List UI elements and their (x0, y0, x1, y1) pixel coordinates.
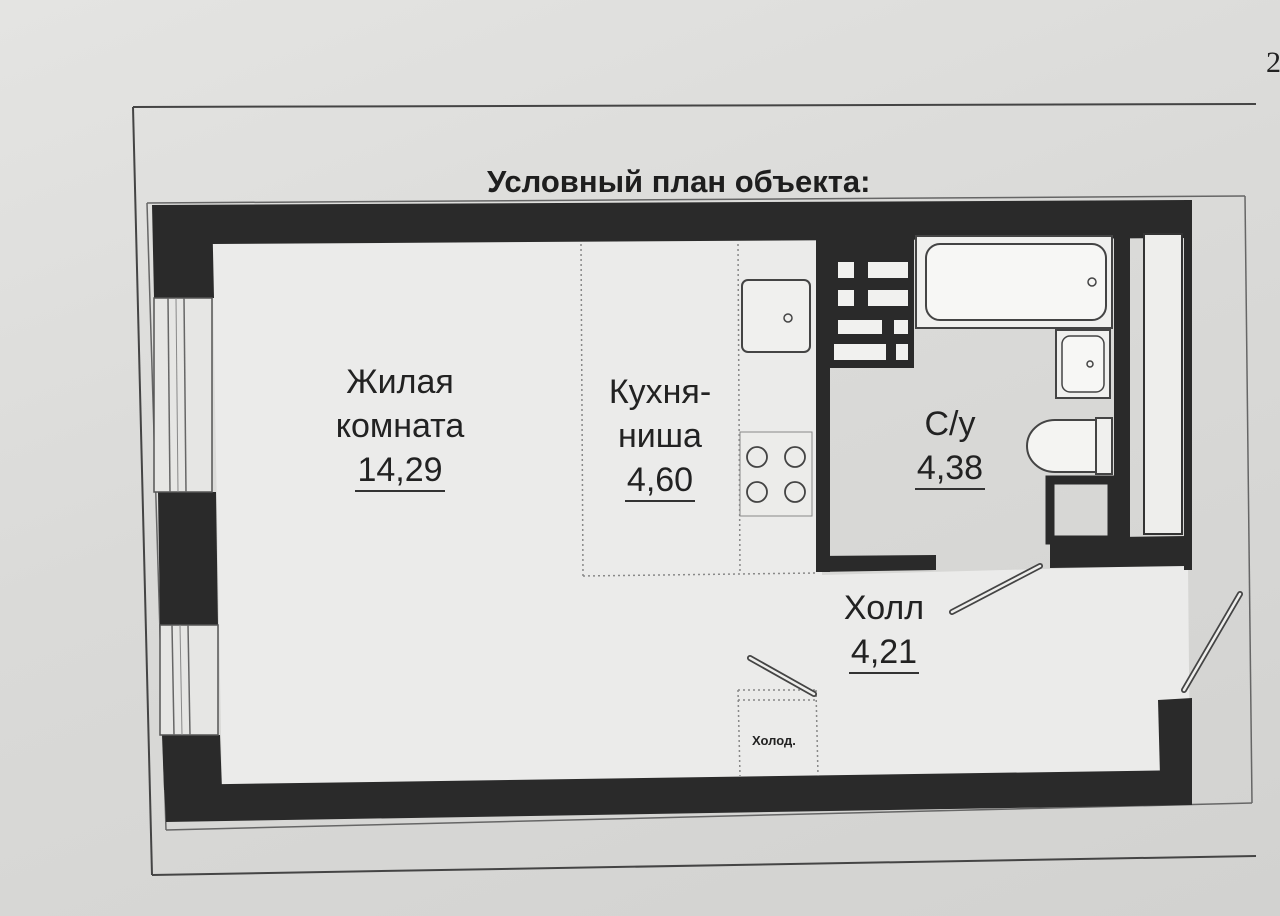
bathroom-sink (1055, 329, 1111, 399)
wall-bathroom-bottom (816, 555, 936, 572)
room-living-name-line1: Жилая (346, 363, 454, 401)
room-kitchen: Кухня- ниша 4,60 (580, 370, 740, 502)
door-fridge (747, 655, 817, 697)
wall-bathroom-right (1114, 236, 1130, 556)
wall-left-middle (158, 492, 218, 625)
window-top (153, 297, 213, 493)
room-hall: Холл 4,21 (814, 586, 954, 674)
walls (152, 200, 1192, 822)
wall-top (152, 200, 1190, 244)
room-living: Жилая комната 14,29 (300, 360, 500, 492)
floor-area (212, 232, 1190, 788)
bathroom-brick-block (830, 236, 914, 368)
wall-bottom (164, 770, 1192, 822)
door-bathroom (949, 563, 1043, 615)
wall-left-top (152, 205, 214, 298)
door-entrance (1181, 591, 1243, 693)
drawing-border-bottom (165, 802, 1253, 831)
fridge-label: Холод. (752, 733, 796, 748)
window-bottom (159, 624, 219, 736)
toilet (1026, 417, 1113, 475)
room-living-area: 14,29 (355, 450, 445, 492)
ventilation-shaft (1143, 233, 1183, 535)
room-kitchen-name-line2: ниша (618, 417, 702, 455)
frame-left-line (132, 106, 153, 876)
kitchen-sink (741, 279, 811, 353)
wall-bathroom-left (816, 236, 830, 572)
drawing-border-top (146, 195, 1246, 204)
room-living-name-line2: комната (335, 407, 465, 445)
room-kitchen-area: 4,60 (624, 460, 696, 502)
frame-top-line (132, 103, 1257, 108)
room-bathroom: С/у 4,38 (880, 402, 1020, 490)
bathroom-column (1045, 475, 1117, 545)
kitchen-stove (739, 431, 813, 517)
room-hall-name: Холл (843, 589, 925, 627)
bathtub (915, 235, 1113, 329)
room-hall-area: 4,21 (848, 632, 920, 674)
room-bathroom-name: С/у (924, 405, 976, 443)
plan-title: Условный план объекта: (487, 164, 871, 199)
wall-left-bottom (162, 735, 222, 790)
wall-right-shaft (1184, 200, 1192, 570)
frame-bottom-line (151, 855, 1257, 876)
page-number: 2 (1266, 46, 1280, 79)
room-kitchen-name-line1: Кухня- (608, 373, 712, 411)
drawing-border-right (1244, 195, 1253, 804)
room-bathroom-area: 4,38 (914, 448, 986, 490)
wall-right-bottom (1158, 698, 1192, 776)
